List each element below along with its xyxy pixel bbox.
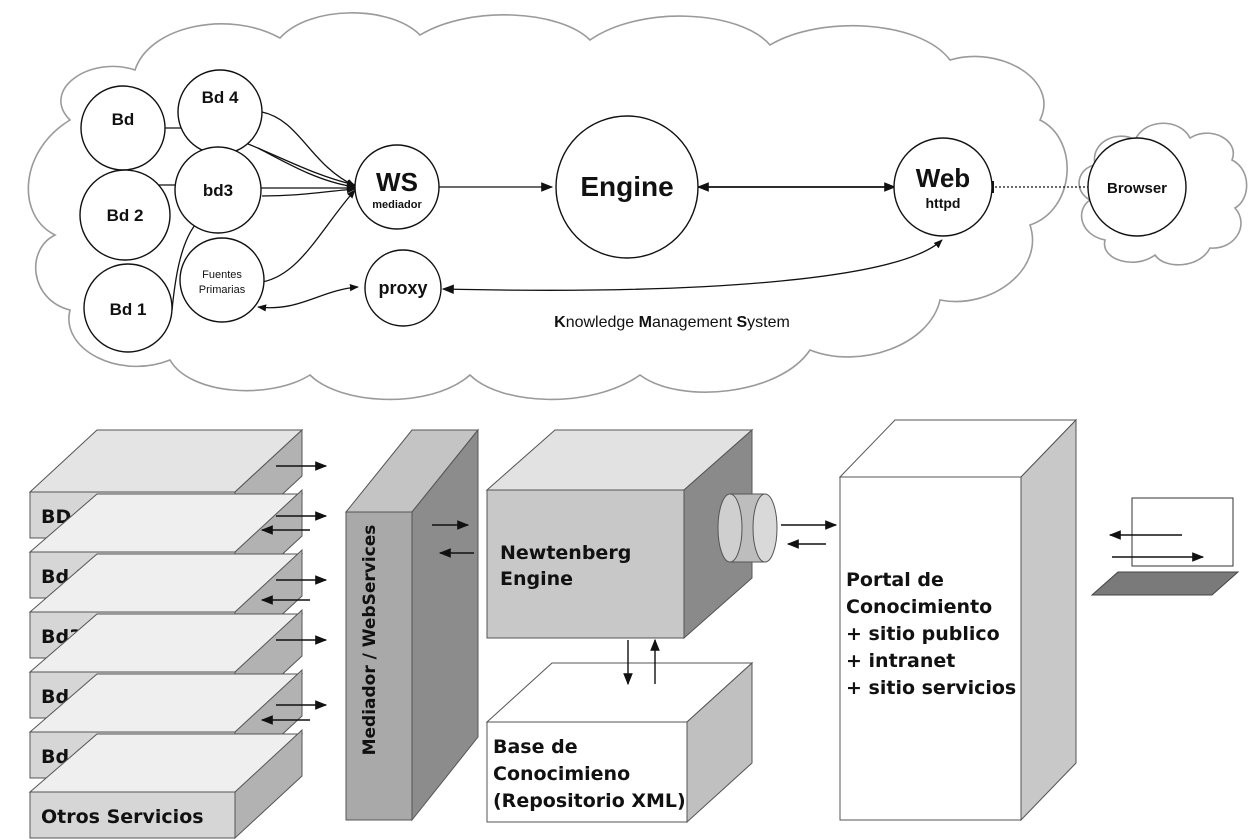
svg-text:(Repositorio XML): (Repositorio XML) — [493, 790, 686, 812]
label-engine: Engine — [580, 171, 673, 202]
mediator-label: Mediador / WebServices — [360, 525, 380, 756]
svg-text:Portal de: Portal de — [846, 569, 944, 591]
db-layer: Otros Servicios — [28, 728, 304, 840]
svg-text:Engine: Engine — [500, 568, 573, 590]
node-ws — [354, 144, 440, 230]
svg-text:Base de: Base de — [493, 736, 578, 758]
portal-label: Portal de Conocimiento + sitio publico +… — [846, 569, 1016, 699]
portal-box — [838, 418, 1078, 822]
label-ws-sub: mediador — [372, 199, 422, 211]
repository-label: Base de Conocimieno (Repositorio XML) — [493, 736, 686, 812]
engine-cylinder — [717, 493, 778, 563]
node-fuentes — [179, 237, 265, 323]
label-fuentes-2: Primarias — [199, 284, 246, 296]
repository-box — [485, 661, 754, 824]
kms-label: Knowledge Management System — [554, 314, 790, 331]
laptop-icon — [1090, 497, 1240, 596]
svg-text:Conocimieno: Conocimieno — [493, 763, 630, 785]
svg-text:Newtenberg: Newtenberg — [500, 542, 631, 564]
engine-box — [485, 428, 754, 640]
label-bd1: Bd 1 — [110, 300, 147, 319]
svg-text:+ intranet: + intranet — [846, 650, 955, 672]
top-labels: Bd Bd 4 Bd 2 bd3 Bd 1 Fuentes Primarias … — [107, 88, 1168, 331]
label-fuentes-1: Fuentes — [202, 269, 242, 281]
node-proxy — [364, 249, 442, 327]
engine-label: Newtenberg Engine — [500, 542, 631, 590]
label-bd2: Bd 2 — [107, 206, 144, 225]
mediator-arrows — [432, 520, 474, 558]
svg-text:Conocimiento: Conocimiento — [846, 596, 992, 618]
node-bd1 — [83, 263, 173, 353]
node-engine — [555, 115, 699, 259]
node-browser — [1087, 137, 1187, 237]
label-bd: Bd — [112, 110, 135, 129]
engine-portal-arrows — [781, 520, 838, 549]
node-bd2 — [79, 169, 171, 261]
label-ws: WS — [376, 167, 418, 197]
engine-repo-arrows — [623, 638, 660, 686]
node-web — [893, 137, 993, 237]
label-bd4: Bd 4 — [202, 88, 239, 107]
label-web-sub: httpd — [926, 195, 961, 211]
db-layer-label: Otros Servicios — [41, 806, 204, 828]
node-bd4 — [177, 69, 263, 155]
svg-text:+ sitio publico: + sitio publico — [846, 623, 1000, 645]
node-bd3 — [174, 146, 262, 234]
svg-text:+ sitio servicios: + sitio servicios — [846, 677, 1016, 699]
label-bd3: bd3 — [203, 181, 233, 200]
label-browser: Browser — [1107, 180, 1167, 197]
label-proxy: proxy — [378, 278, 427, 298]
top-nodes — [79, 69, 1187, 353]
label-web: Web — [916, 163, 970, 193]
